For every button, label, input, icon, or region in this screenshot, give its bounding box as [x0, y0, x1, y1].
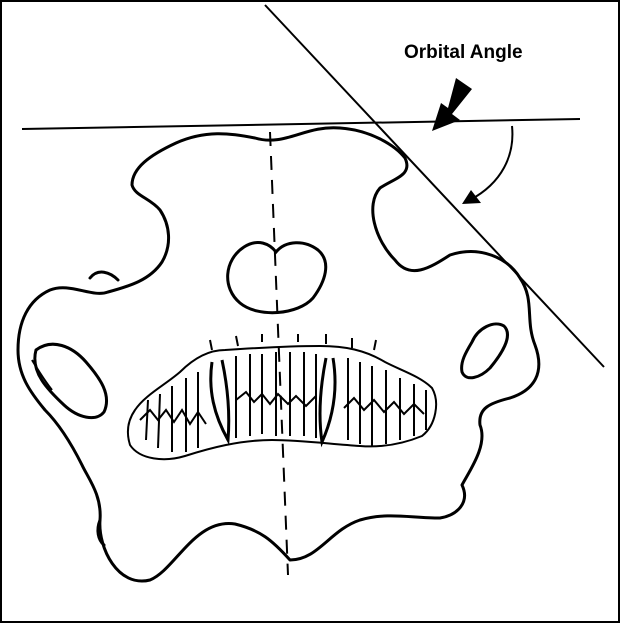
curved-arrow-icon — [462, 126, 512, 204]
thick-arrow-icon — [432, 78, 472, 131]
orbital-angle-label: Orbital Angle — [404, 42, 523, 63]
midline-dashed — [270, 132, 288, 575]
right-orbit — [462, 324, 508, 378]
teeth-row — [128, 334, 436, 459]
horizontal-reference-line — [22, 119, 580, 129]
